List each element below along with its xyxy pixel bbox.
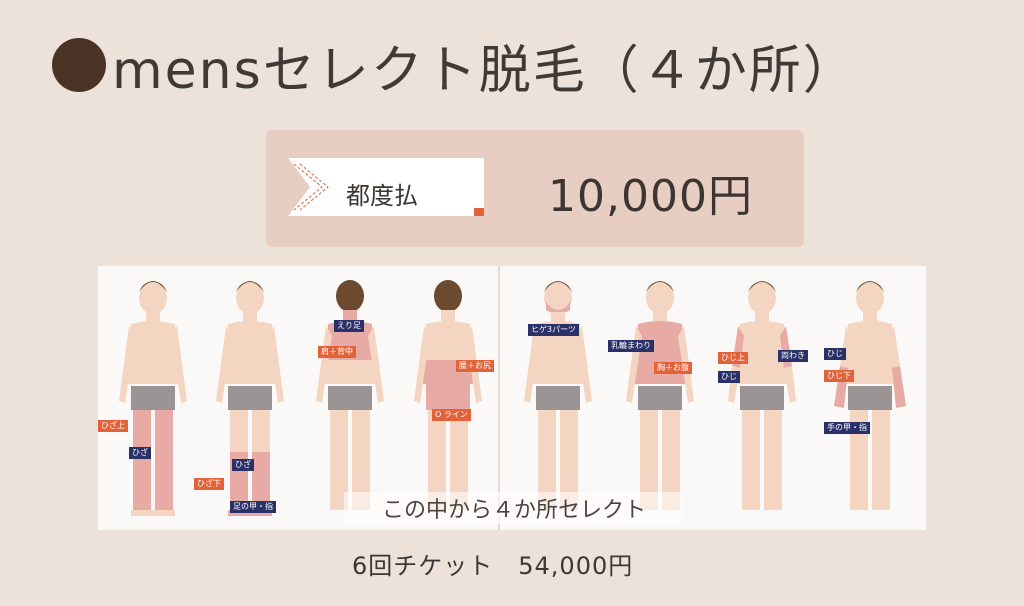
area-tag: 乳輪まわり	[608, 340, 654, 352]
body-figure	[119, 281, 187, 516]
filled-circle-icon	[52, 38, 106, 92]
area-tag: えり足	[334, 320, 364, 332]
body-figure	[524, 281, 592, 510]
select-note: この中から４か所セレクト	[344, 492, 684, 524]
payment-type-label: 都度払	[346, 182, 418, 210]
area-tag: O ライン	[432, 409, 471, 421]
area-tag: 胸＋お腹	[654, 362, 692, 374]
area-tag: 肩＋背中	[318, 346, 356, 358]
body-figure	[834, 281, 906, 510]
body-chart-panel: ひざ上 ひざ ひざ ひざ下 足の甲・指 えり足 肩＋背中	[98, 266, 926, 530]
area-tag: 腰＋お尻	[456, 360, 494, 372]
body-figure	[728, 281, 796, 510]
area-tag: 両わき	[778, 350, 808, 362]
body-figure	[626, 281, 694, 510]
ticket-price: 6回チケット 54,000円	[352, 552, 634, 580]
figure-chest: 乳輪まわり 胸＋お腹	[608, 266, 710, 530]
figure-front-legs: ひざ上 ひざ	[98, 266, 203, 530]
ribbon-icon	[288, 158, 484, 216]
area-tag: ひざ	[129, 447, 151, 459]
area-tag: ひじ上	[718, 352, 748, 364]
body-figure	[414, 280, 482, 510]
area-tag: 手の甲・指	[824, 422, 870, 434]
figure-upper-arms: ひじ上 ひじ 両わき	[712, 266, 812, 530]
body-figure	[216, 281, 284, 516]
price-value: 10,000円	[548, 171, 753, 222]
area-tag: ひじ下	[824, 370, 854, 382]
price-box: 都度払 10,000円	[266, 130, 804, 247]
figure-face: ヒゲ3パーツ	[508, 266, 608, 530]
page-title: mensセレクト脱毛（４か所）	[52, 30, 857, 101]
figure-back-lower: 腰＋お尻 O ライン	[398, 266, 498, 530]
figure-lower-legs: ひざ ひざ下 足の甲・指	[194, 266, 300, 530]
area-tag: ヒゲ3パーツ	[528, 324, 579, 336]
area-tag: ひざ下	[194, 478, 224, 490]
body-figure	[316, 280, 384, 510]
area-tag: ひざ上	[98, 420, 128, 432]
figure-back-upper: えり足 肩＋背中	[300, 266, 400, 530]
page-title-text: mensセレクト脱毛（４か所）	[112, 40, 857, 101]
figure-forearms: ひじ ひじ下 手の甲・指	[820, 266, 920, 530]
area-tag: ひじ	[718, 371, 740, 383]
area-tag: ひじ	[824, 348, 846, 360]
panel-divider	[498, 266, 500, 530]
area-tag: ひざ	[232, 459, 254, 471]
area-tag: 足の甲・指	[230, 501, 276, 513]
